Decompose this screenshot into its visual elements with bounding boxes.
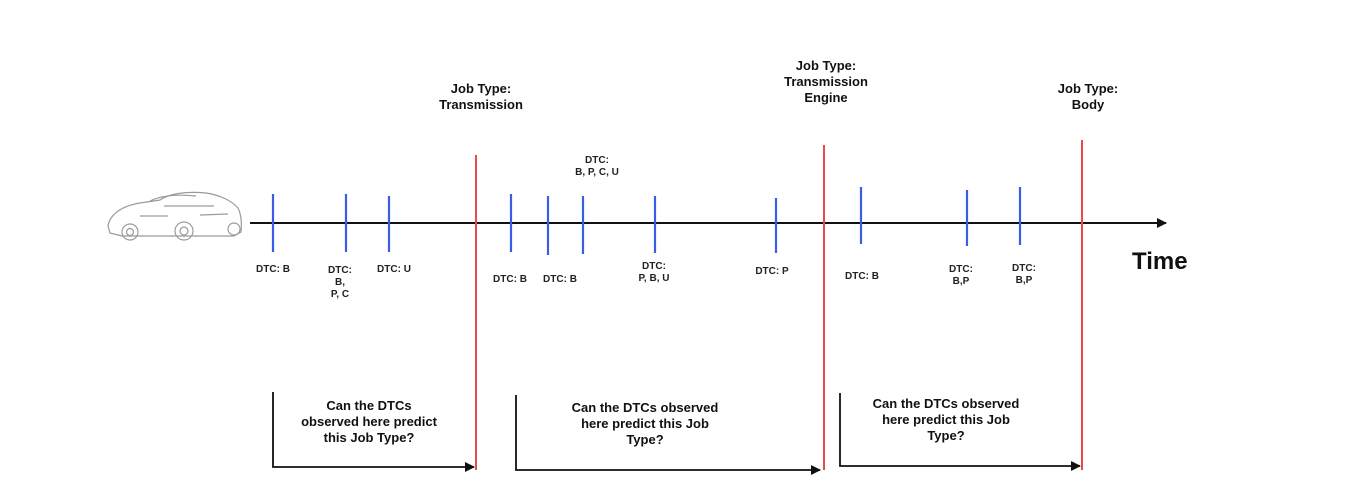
job-type-group: Job Type:Transmission Job Type:Transmissi… (439, 58, 1118, 470)
dtc-label: DTC:P, B, U (639, 261, 670, 284)
dtc-label: DTC: B (256, 264, 290, 275)
dtc-event-group: DTC: B DTC:B,P, C DTC: U DTC: B DTC: B DTC:B,… (256, 155, 1036, 300)
question-bracket-arrow (839, 393, 1081, 471)
dtc-label: DTC: B (543, 274, 577, 285)
dtc-label: DTC: B (845, 271, 879, 282)
dtc-label: DTC:B,P, C (328, 265, 352, 300)
question-bracket-arrow (272, 392, 475, 472)
dtc-label: DTC:B,P (949, 264, 973, 287)
dtc-label: DTC: B (493, 274, 527, 285)
job-type-label: Job Type:Transmission (439, 81, 523, 112)
car-icon (107, 191, 242, 241)
question-bracket-arrow (515, 395, 821, 475)
job-type-label: Job Type:Body (1058, 81, 1118, 112)
dtc-label: DTC: P (755, 266, 789, 277)
dtc-label: DTC: U (377, 264, 411, 275)
dtc-label: DTC:B, P, C, U (575, 155, 619, 178)
axis-label-time: Time (1132, 248, 1188, 275)
dtc-label: DTC:B,P (1012, 263, 1036, 286)
